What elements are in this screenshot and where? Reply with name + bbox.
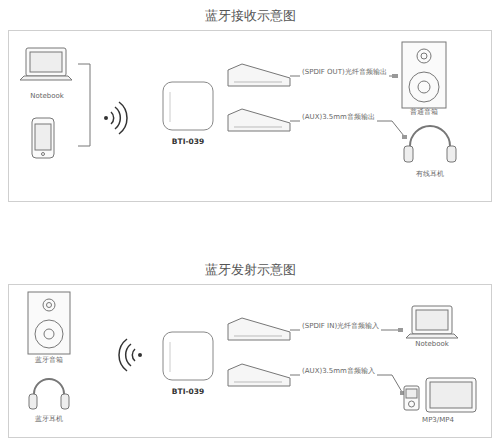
diagram-title: 蓝牙接收示意图 [9, 7, 491, 25]
device-label: BTI-039 [172, 387, 204, 396]
player-icon: MP3/MP4 [398, 380, 478, 424]
device-label: 有线耳机 [416, 169, 444, 179]
notebook-icon: Notebook [18, 46, 76, 100]
diagram-title: 蓝牙发射示意图 [9, 261, 491, 279]
device-label: 蓝牙音箱 [35, 355, 63, 365]
device-label: MP3/MP4 [422, 416, 454, 424]
device-label: 普通音箱 [410, 107, 438, 117]
panel-frame: 蓝牙发射示意图蓝牙音箱蓝牙耳机BTI-039NotebookMP3/MP4 [8, 284, 492, 438]
port-label: (AUX)3.5mm音频输出 [300, 112, 377, 122]
speaker-icon: 普通音箱 [396, 40, 452, 117]
speaker-icon: 蓝牙音箱 [22, 290, 76, 365]
notebook-icon: Notebook [402, 302, 462, 348]
bluetooth-device: BTI-039 [155, 80, 221, 146]
headphone-icon: 有线耳机 [398, 124, 462, 179]
device-label: BTI-039 [172, 137, 204, 146]
device-label: 蓝牙耳机 [35, 414, 63, 424]
port-label: (AUX)3.5mm音频输入 [300, 366, 377, 376]
panel-frame: 蓝牙接收示意图NotebookBTI-039普通音箱有线耳机 [8, 30, 492, 202]
bluetooth-device: BTI-039 [155, 330, 221, 396]
device-label: Notebook [415, 340, 449, 348]
port-label: (SPDIF IN)光纤音频输入 [300, 321, 381, 331]
headphone-icon: 蓝牙耳机 [22, 378, 76, 424]
port-label: (SPDIF OUT)光纤音频输出 [300, 67, 389, 77]
device-label: Notebook [30, 92, 64, 100]
